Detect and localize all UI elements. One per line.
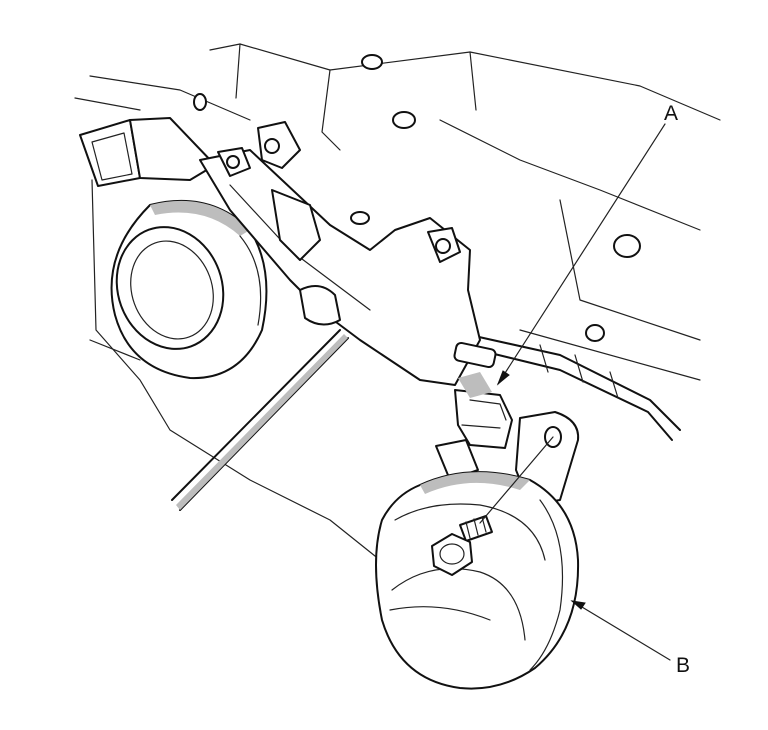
horn-b <box>375 411 580 690</box>
panel-hole <box>585 324 605 342</box>
leader-lines <box>479 123 671 661</box>
panel-hole <box>361 54 383 70</box>
callout-a-label: A <box>664 102 678 125</box>
upper-horn <box>110 199 268 380</box>
panel-hole <box>193 93 207 111</box>
callout-b-label: B <box>676 654 690 677</box>
leader-b <box>571 600 671 661</box>
mounting-bracket <box>199 121 481 386</box>
harness-wire <box>171 329 681 511</box>
panel-hole <box>392 111 416 129</box>
panel-hole <box>613 234 641 258</box>
leader-a <box>497 123 666 385</box>
panel-hole <box>350 211 370 225</box>
mounting-bolt <box>431 515 493 576</box>
upper-clip <box>79 117 216 187</box>
leader-a-arrow <box>496 370 510 386</box>
stud <box>453 341 497 369</box>
bolt-guide <box>479 436 554 524</box>
leader-b-arrow <box>570 600 586 610</box>
connector-a <box>454 372 513 449</box>
